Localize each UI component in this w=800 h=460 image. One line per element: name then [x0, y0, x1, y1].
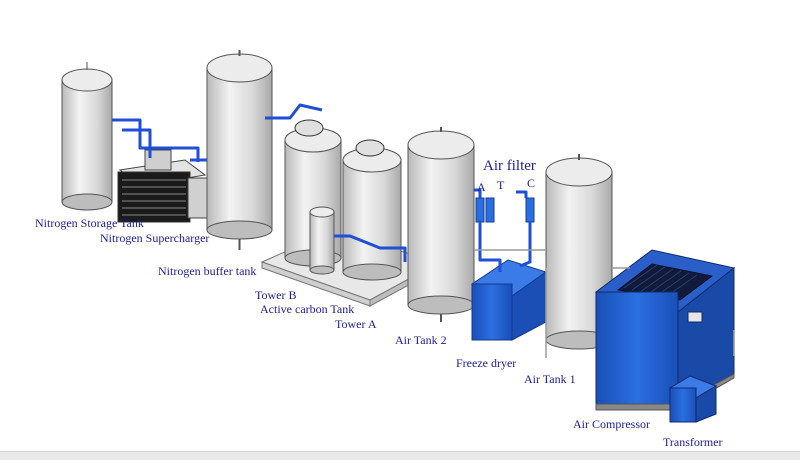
label-active-carbon-tank: Active carbon Tank — [260, 302, 355, 316]
drain-lines — [474, 249, 735, 358]
label-filter-c: C — [527, 176, 536, 190]
label-tower-b: Tower B — [255, 288, 297, 302]
nitrogen-supercharger — [117, 149, 209, 223]
label-air-tank-2: Air Tank 2 — [395, 333, 447, 347]
freeze-dryer — [470, 259, 548, 341]
label-nitrogen-buffer-tank: Nitrogen buffer tank — [158, 264, 257, 278]
label-filter-t: T — [497, 178, 505, 192]
nitrogen-buffer-tank — [206, 50, 273, 250]
label-transformer: Transformer — [663, 435, 723, 449]
label-nitrogen-supercharger: Nitrogen Supercharger — [100, 231, 210, 245]
nitrogen-storage-tank — [61, 62, 113, 211]
bottom-bar — [0, 451, 800, 460]
label-air-compressor: Air Compressor — [573, 417, 650, 431]
label-filter-a: A — [477, 180, 486, 194]
label-air-tank-1: Air Tank 1 — [524, 372, 576, 386]
air-filter-group — [475, 197, 535, 223]
label-air-filter: Air filter — [483, 158, 536, 174]
air-tank-2 — [407, 127, 475, 322]
label-freeze-dryer: Freeze dryer — [456, 356, 517, 370]
label-nitrogen-storage-tank: Nitrogen Storage Tank — [35, 216, 144, 230]
piping — [112, 103, 532, 272]
tower-a — [342, 139, 402, 281]
transformer — [668, 375, 718, 423]
label-tower-a: Tower A — [335, 317, 377, 331]
active-carbon-tank — [309, 206, 335, 275]
